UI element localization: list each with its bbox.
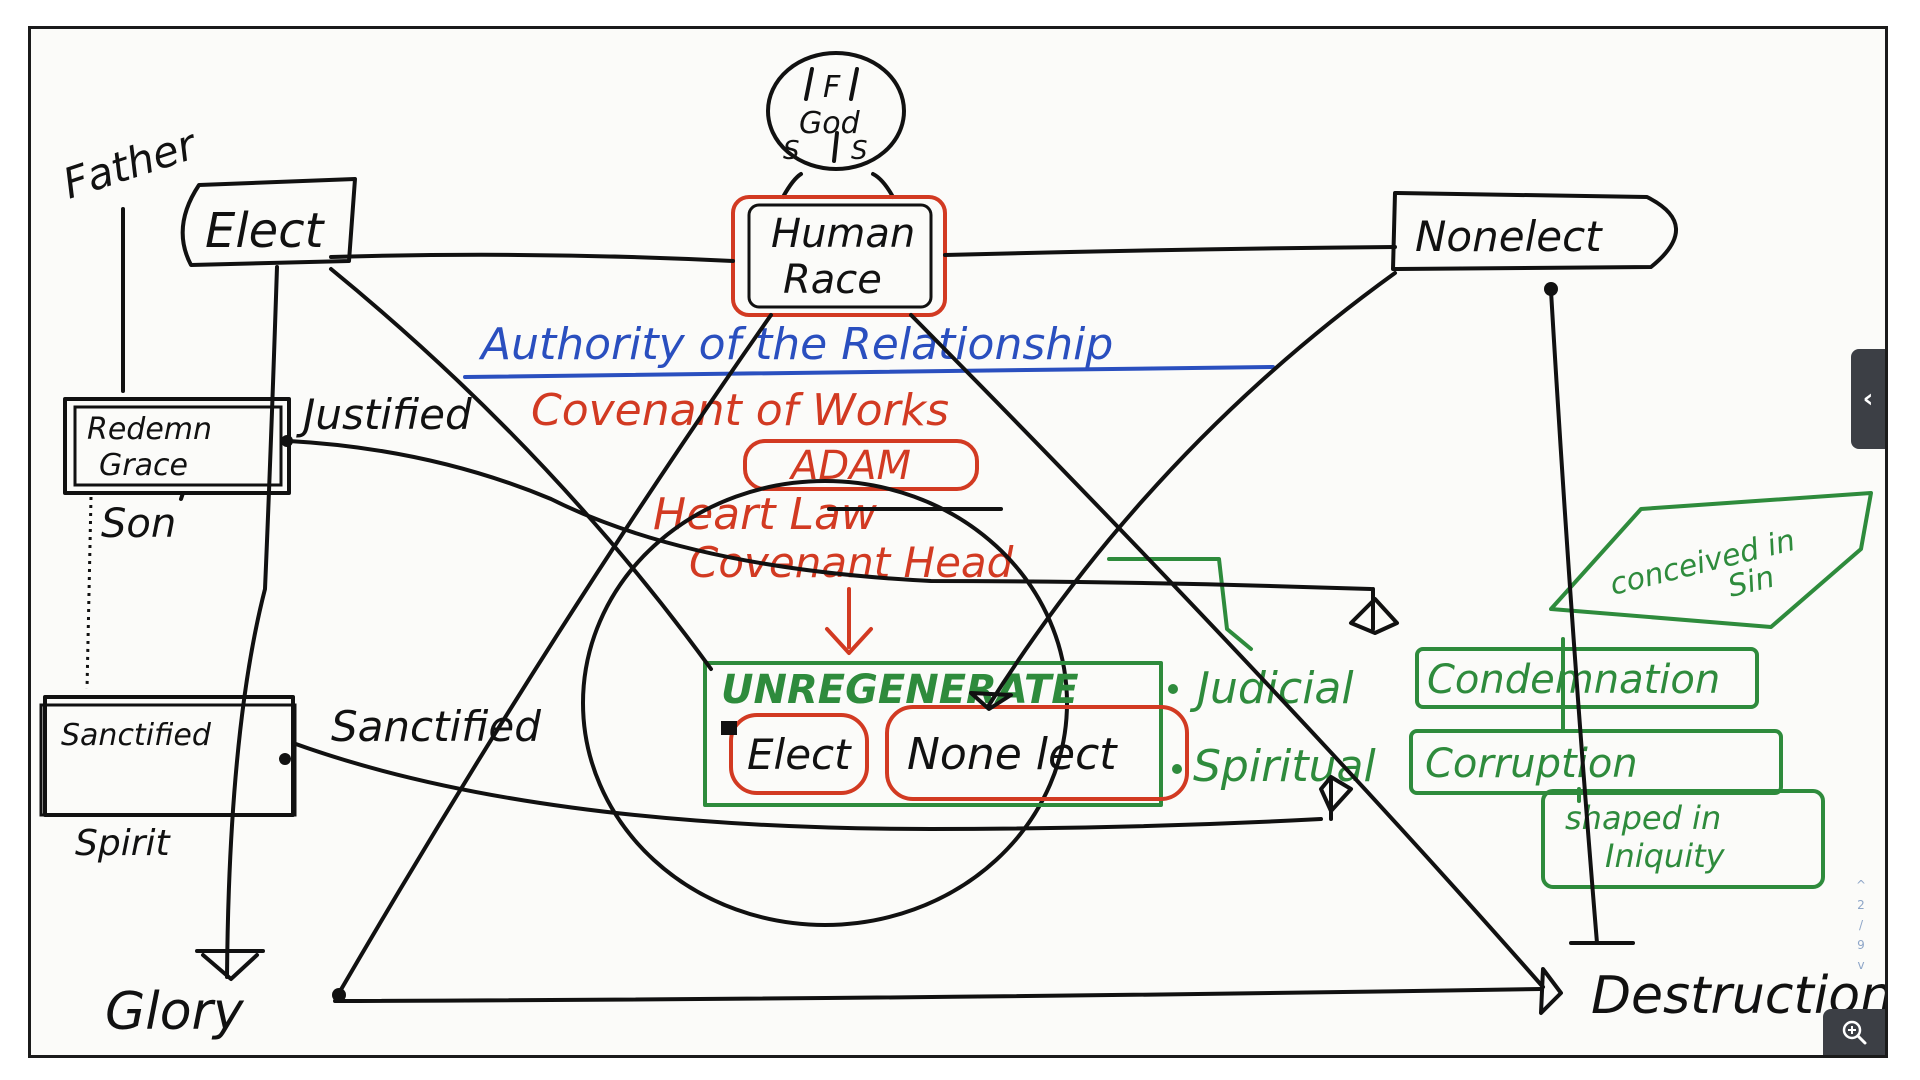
condemnation-node: Condemnation bbox=[1415, 647, 1759, 709]
authority-label: Authority of the Relationship bbox=[478, 319, 1113, 370]
elect-top-label: Elect bbox=[205, 203, 326, 259]
human-race-line2: Race bbox=[783, 257, 882, 303]
unregenerate-box: UNREGENERATE Elect None lect bbox=[703, 661, 1189, 807]
page-up-icon[interactable]: ^ bbox=[1855, 878, 1867, 892]
page-down-icon[interactable]: v bbox=[1857, 958, 1865, 972]
spiritual-label: Spiritual bbox=[1193, 741, 1377, 792]
nonelect-inner-label: None lect bbox=[907, 729, 1118, 780]
redemption-line2: Grace bbox=[99, 448, 188, 483]
god-f-label: F bbox=[823, 70, 841, 105]
corruption-label: Corruption bbox=[1425, 741, 1638, 787]
zoom-in-icon bbox=[1842, 1020, 1867, 1045]
elect-inner-label: Elect bbox=[747, 730, 852, 779]
covenant-circle bbox=[581, 479, 1069, 927]
shaped-node: shaped in Iniquity bbox=[1541, 789, 1825, 889]
sanctified-box-label: Sanctified bbox=[61, 718, 212, 753]
god-label: God bbox=[799, 106, 861, 141]
human-race-line1: Human bbox=[771, 211, 915, 257]
zoom-in-button[interactable] bbox=[1823, 1009, 1885, 1055]
god-s2-label: S bbox=[851, 136, 868, 166]
shaped-line1: shaped in bbox=[1565, 799, 1721, 837]
page-total: 9 bbox=[1857, 938, 1865, 952]
god-s1-label: S bbox=[783, 136, 800, 166]
elect-top-node: Elect bbox=[180, 177, 357, 267]
whiteboard-frame: F God S S Human Race Father Elect Nonele… bbox=[28, 26, 1888, 1058]
covenant-head-label: Covenant Head bbox=[689, 538, 1014, 587]
nonelect-top-label: Nonelect bbox=[1415, 212, 1603, 261]
spirit-label: Spirit bbox=[75, 823, 172, 864]
sanctified-box: Sanctified bbox=[39, 695, 297, 817]
nonelect-top-node: Nonelect bbox=[1391, 191, 1678, 271]
diagram-canvas: F God S S Human Race Father Elect Nonele… bbox=[39, 51, 1885, 1042]
glory-label: Glory bbox=[105, 982, 245, 1042]
god-node: F God S S bbox=[766, 51, 906, 199]
father-label: Father bbox=[57, 119, 204, 209]
redemption-line1: Redemn bbox=[87, 412, 212, 447]
conceived-node: conceived in Sin bbox=[1549, 491, 1873, 629]
corruption-node: Corruption bbox=[1409, 729, 1783, 795]
covenant-works-label: Covenant of Works bbox=[531, 385, 949, 436]
page-separator: / bbox=[1858, 918, 1864, 932]
human-race-node: Human Race bbox=[731, 195, 947, 317]
shaped-line2: Iniquity bbox=[1605, 837, 1726, 875]
son-label: Son bbox=[101, 501, 176, 547]
page-indicator: ^ 2 / 9 v bbox=[1851, 875, 1871, 975]
justified-label: Justified bbox=[296, 390, 472, 439]
sanctified-label: Sanctified bbox=[331, 702, 541, 751]
heart-law-label: Heart Law bbox=[653, 489, 878, 540]
page-current: 2 bbox=[1857, 898, 1865, 912]
collapse-panel-button[interactable]: ‹ bbox=[1851, 349, 1885, 449]
redemption-grace-box: Redemn Grace bbox=[63, 397, 291, 495]
